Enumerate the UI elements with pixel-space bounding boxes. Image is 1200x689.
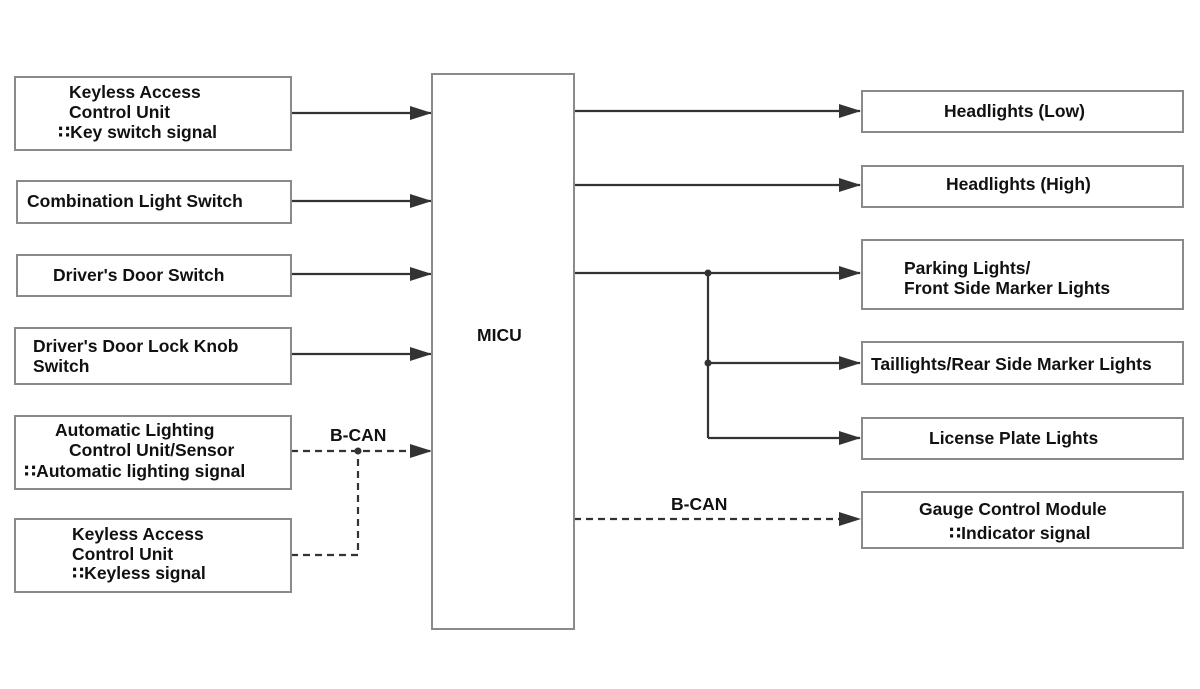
output-box-parking-lights: Parking Lights/ Front Side Marker Lights — [861, 239, 1184, 310]
svg-text:Automatic Lighting Contr: Automatic Lighting Control Unit/Sensor ∷… — [24, 420, 245, 481]
wire-bcan-keyless-signal — [291, 451, 360, 557]
output-box-gauge-control-module: Gauge Control Module ∷Indicator signal — [861, 491, 1184, 549]
svg-text:Keyless Access Control U: Keyless Access Control Unit ∷Key switch … — [58, 82, 217, 142]
input-box-automatic-lighting-control-unit: Automatic Lighting Control Unit/Sensor ∷… — [14, 415, 292, 490]
input-keyless-key-switch-line-1: Keyless Access — [69, 82, 201, 102]
input-box-drivers-door-lock-knob-switch: Driver's Door Lock Knob Switch — [14, 327, 292, 385]
output-parking-lights-line-2: Front Side Marker Lights — [904, 278, 1110, 298]
input-drivers-door-lock-knob-line-1: Driver's Door Lock Knob — [33, 336, 238, 356]
output-headlights-low-line-1: Headlights (Low) — [944, 101, 1085, 121]
wires — [291, 104, 861, 557]
svg-text:Driver's Door Lock Knob: Driver's Door Lock Knob Switch — [33, 336, 243, 376]
svg-text:Gauge Control Module ∷In: Gauge Control Module ∷Indicator signal — [919, 499, 1112, 543]
junction-parking — [704, 269, 712, 277]
input-box-drivers-door-switch: Driver's Door Switch — [16, 254, 292, 297]
input-combination-light-switch-line-1: Combination Light Switch — [27, 191, 243, 211]
output-box-license-plate-lights: License Plate Lights — [861, 417, 1184, 460]
input-box-keyless-access-keyless-signal: Keyless Access Control Unit ∷Keyless sig… — [14, 518, 292, 593]
micu-box: MICU — [431, 73, 575, 630]
svg-text:Taillights/Rear Side Marker Li: Taillights/Rear Side Marker Lights — [871, 354, 1152, 374]
micu-label: MICU — [477, 325, 522, 345]
output-parking-lights-line-1: Parking Lights/ — [904, 258, 1031, 278]
input-automatic-lighting-line-2: Control Unit/Sensor — [69, 440, 234, 460]
input-keyless-key-switch-line-3: ∷Key switch signal — [58, 122, 217, 142]
output-license-plate-lights-line-1: License Plate Lights — [929, 428, 1098, 448]
output-gauge-control-module-line-2: ∷Indicator signal — [949, 523, 1091, 543]
output-taillights-line-1: Taillights/Rear Side Marker Lights — [871, 354, 1152, 374]
input-drivers-door-lock-knob-line-2: Switch — [33, 356, 89, 376]
svg-text:Keyless Access Control U: Keyless Access Control Unit ∷Keyless sig… — [72, 524, 209, 583]
svg-text:Headlights (High): Headlights (High) — [946, 174, 1091, 194]
input-bus-label: B-CAN — [330, 425, 386, 445]
svg-text:Combination Light Switch: Combination Light Switch — [27, 191, 243, 211]
output-headlights-high-line-1: Headlights (High) — [946, 174, 1091, 194]
input-automatic-lighting-line-3: ∷Automatic lighting signal — [24, 461, 245, 481]
svg-text:Headlights (Low): Headlights (Low) — [944, 101, 1085, 121]
input-box-keyless-key-switch: Keyless Access Control Unit ∷Key switch … — [14, 76, 292, 151]
output-box-taillights: Taillights/Rear Side Marker Lights — [861, 341, 1184, 385]
svg-text:Parking Lights/ Front Si: Parking Lights/ Front Side Marker Lights — [904, 258, 1110, 298]
output-box-headlights-low: Headlights (Low) — [861, 90, 1184, 133]
input-automatic-lighting-line-1: Automatic Lighting — [55, 420, 214, 440]
input-keyless-signal-line-1: Keyless Access — [72, 524, 204, 544]
input-box-combination-light-switch: Combination Light Switch — [16, 180, 292, 224]
svg-text:Driver's Door Switch: Driver's Door Switch — [53, 265, 224, 285]
output-bus-label: B-CAN — [671, 494, 727, 514]
input-drivers-door-switch-line-1: Driver's Door Switch — [53, 265, 224, 285]
junction-taillights — [704, 359, 712, 367]
input-keyless-signal-line-2: Control Unit — [72, 544, 173, 564]
input-keyless-signal-line-3: ∷Keyless signal — [72, 563, 206, 583]
svg-text:License Plate Lights: License Plate Lights — [929, 428, 1098, 448]
output-box-headlights-high: Headlights (High) — [861, 165, 1184, 208]
junction-input-bus — [354, 447, 362, 455]
input-keyless-key-switch-line-2: Control Unit — [69, 102, 170, 122]
output-gauge-control-module-line-1: Gauge Control Module — [919, 499, 1107, 519]
